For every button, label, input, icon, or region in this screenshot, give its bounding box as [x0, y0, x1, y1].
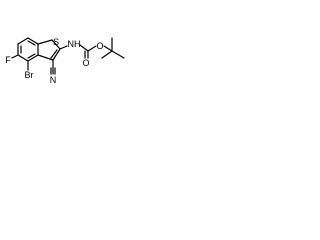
- atom-label-o-carbonyl: O: [82, 58, 89, 68]
- bond-ctert-me2: [111, 50, 125, 59]
- atom-label-br: Br: [25, 70, 34, 80]
- atom-label-o-ester: O: [96, 41, 103, 51]
- molecule-structure: S NH O O Br F N: [5, 37, 125, 85]
- atom-label-n-nitrile: N: [50, 75, 57, 85]
- bond-c2-c3-double: [50, 49, 58, 59]
- bond-c-o-ester: [87, 45, 97, 52]
- atom-label-f: F: [5, 55, 11, 65]
- bond-benzene-inner-2: [27, 40, 36, 46]
- bond-c7a-s: [37, 39, 53, 45]
- bond-o-ctert: [103, 45, 113, 52]
- bond-benzene-inner-3: [27, 53, 36, 59]
- atom-label-layer: S NH O O Br F N: [5, 37, 103, 85]
- bond-c5-f: [11, 54, 19, 59]
- atom-label-nh: NH: [68, 39, 81, 49]
- bond-c2-c3: [52, 48, 61, 61]
- bond-ctert-me3: [101, 50, 113, 59]
- bond-c4-c3a: [27, 54, 39, 62]
- bond-layer: [11, 37, 125, 75]
- bond-c7-c6: [17, 37, 29, 45]
- bond-c3-c3a: [37, 54, 54, 61]
- bond-c3a-c7a: [17, 54, 29, 62]
- atom-label-s: S: [53, 37, 59, 47]
- bond-nh-c: [79, 44, 89, 52]
- bond-s-c2: [51, 39, 61, 50]
- bond-c2-nh: [59, 45, 68, 50]
- bond-c6-c5: [27, 37, 39, 45]
